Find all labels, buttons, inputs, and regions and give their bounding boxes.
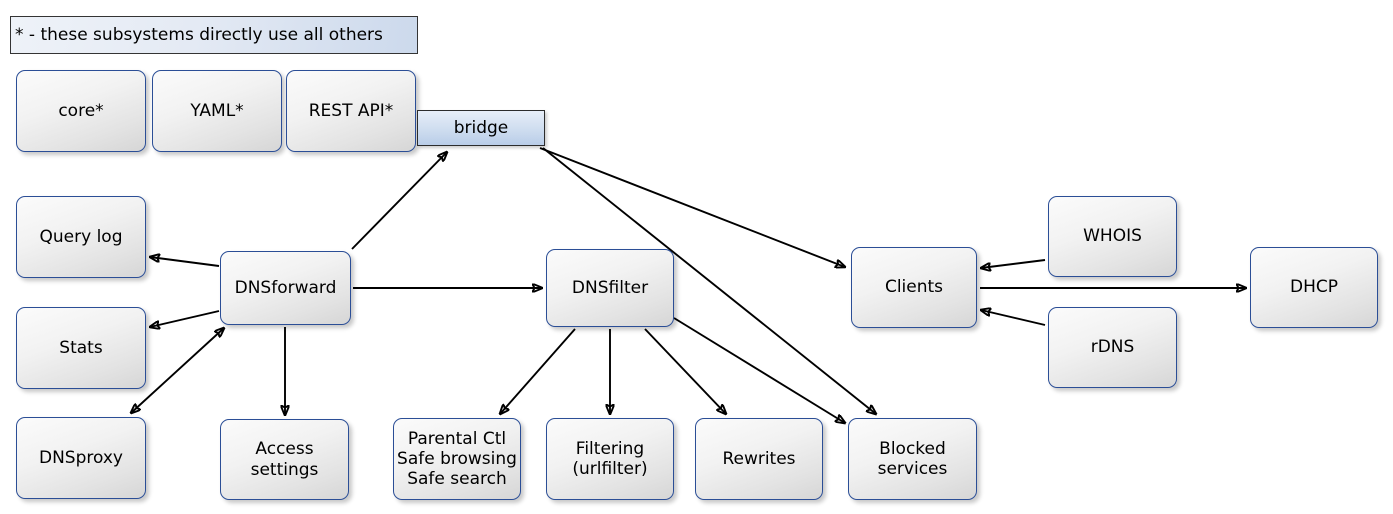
node-label-bridge: bridge [453, 118, 509, 138]
node-dnsproxy[interactable]: DNSproxy [16, 417, 146, 499]
node-label-restapi: REST API* [308, 100, 394, 121]
node-dhcp[interactable]: DHCP [1250, 247, 1378, 328]
node-label-dnsproxy: DNSproxy [38, 447, 123, 468]
node-label-dnsforward: DNSforward [234, 277, 337, 298]
node-label-clients: Clients [884, 277, 944, 298]
node-clients[interactable]: Clients [851, 247, 977, 328]
edge-dnsforward-to-querylog [150, 257, 220, 267]
node-dnsfilter[interactable]: DNSfilter [546, 249, 674, 327]
node-core[interactable]: core* [16, 70, 146, 152]
edge-rdns-to-clients [981, 310, 1046, 326]
legend-note: * - these subsystems directly use all ot… [10, 16, 418, 54]
edge-whois-to-clients [981, 259, 1046, 268]
node-label-blocked: Blocked services [877, 438, 948, 479]
node-label-accesssettings: Access settings [250, 439, 319, 480]
node-label-parental: Parental Ctl Safe browsing Safe search [397, 428, 517, 490]
node-parental[interactable]: Parental Ctl Safe browsing Safe search [393, 418, 521, 500]
edge-dnsforward-to-bridge [351, 152, 447, 250]
node-stats[interactable]: Stats [16, 307, 146, 389]
node-label-dnsfilter: DNSfilter [571, 277, 649, 298]
node-label-dhcp: DHCP [1290, 277, 1338, 298]
node-label-rewrites: Rewrites [722, 448, 796, 469]
node-bridge[interactable]: bridge [417, 110, 545, 146]
node-yaml[interactable]: YAML* [152, 70, 282, 152]
node-label-querylog: Query log [39, 226, 123, 247]
node-rdns[interactable]: rDNS [1048, 307, 1177, 388]
node-label-rdns: rDNS [1090, 337, 1135, 358]
node-filtering[interactable]: Filtering (urlfilter) [546, 418, 674, 500]
edge-dnsforward-to-stats [150, 310, 220, 327]
node-querylog[interactable]: Query log [16, 196, 146, 278]
edge-dnsfilter-to-blocked [673, 317, 845, 423]
legend-note-text: * - these subsystems directly use all ot… [15, 25, 383, 45]
edge-dnsfilter-to-rewrites [644, 328, 726, 414]
node-dnsforward[interactable]: DNSforward [220, 251, 351, 325]
node-label-whois: WHOIS [1083, 226, 1142, 247]
node-label-yaml: YAML* [190, 100, 244, 121]
node-whois[interactable]: WHOIS [1048, 196, 1177, 277]
node-accesssettings[interactable]: Access settings [220, 419, 349, 500]
node-label-filtering: Filtering (urlfilter) [572, 438, 648, 479]
node-label-stats: Stats [59, 337, 103, 358]
node-restapi[interactable]: REST API* [286, 70, 416, 152]
node-blocked[interactable]: Blocked services [848, 418, 977, 500]
edge-dnsfilter-to-parental [500, 328, 576, 414]
node-label-core: core* [58, 100, 104, 121]
node-rewrites[interactable]: Rewrites [695, 418, 823, 500]
